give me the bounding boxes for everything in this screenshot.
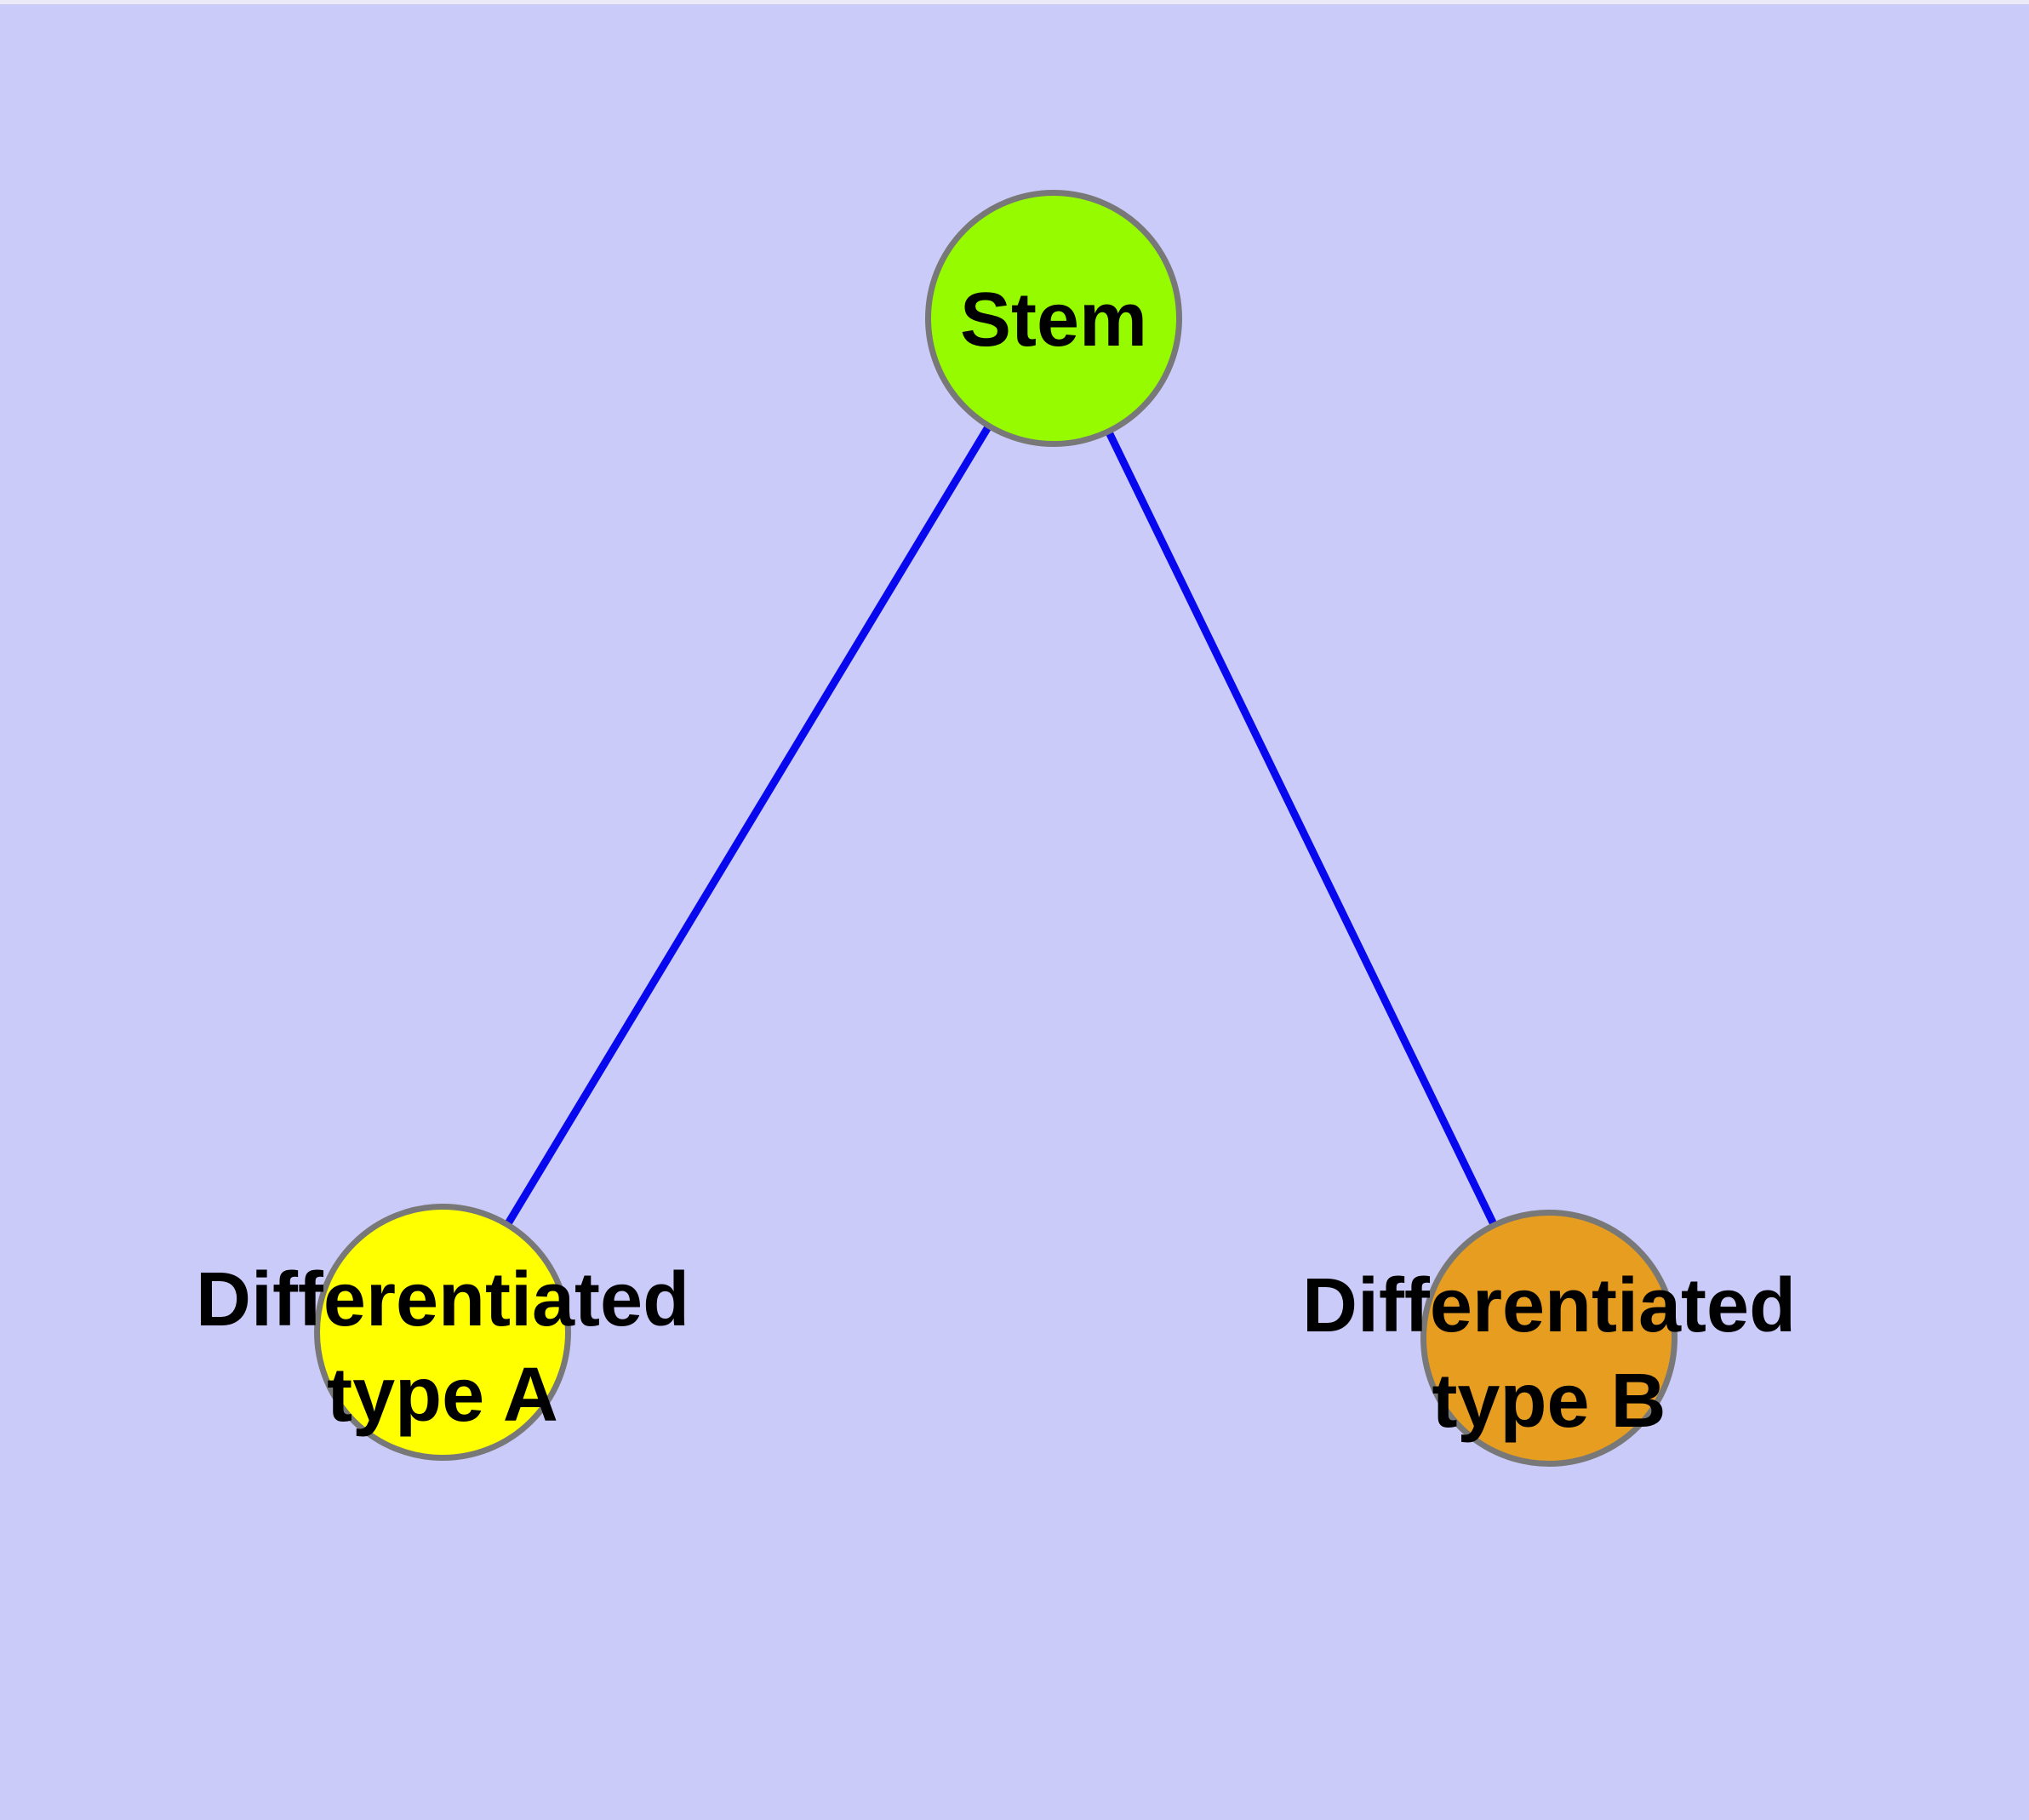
node-type-b-label: Differentiated type B — [1301, 1263, 1797, 1444]
node-type-a[interactable] — [314, 1204, 571, 1461]
node-stem[interactable] — [925, 190, 1182, 447]
window-edge-strip — [0, 0, 2029, 4]
edge-stem-to-type-b[interactable] — [1049, 317, 1553, 1340]
edge-stem-to-type-a[interactable] — [439, 316, 1057, 1335]
node-stem-label: Stem — [959, 278, 1148, 363]
node-type-a-label: Differentiated type A — [195, 1257, 690, 1438]
node-type-b[interactable] — [1420, 1210, 1677, 1467]
